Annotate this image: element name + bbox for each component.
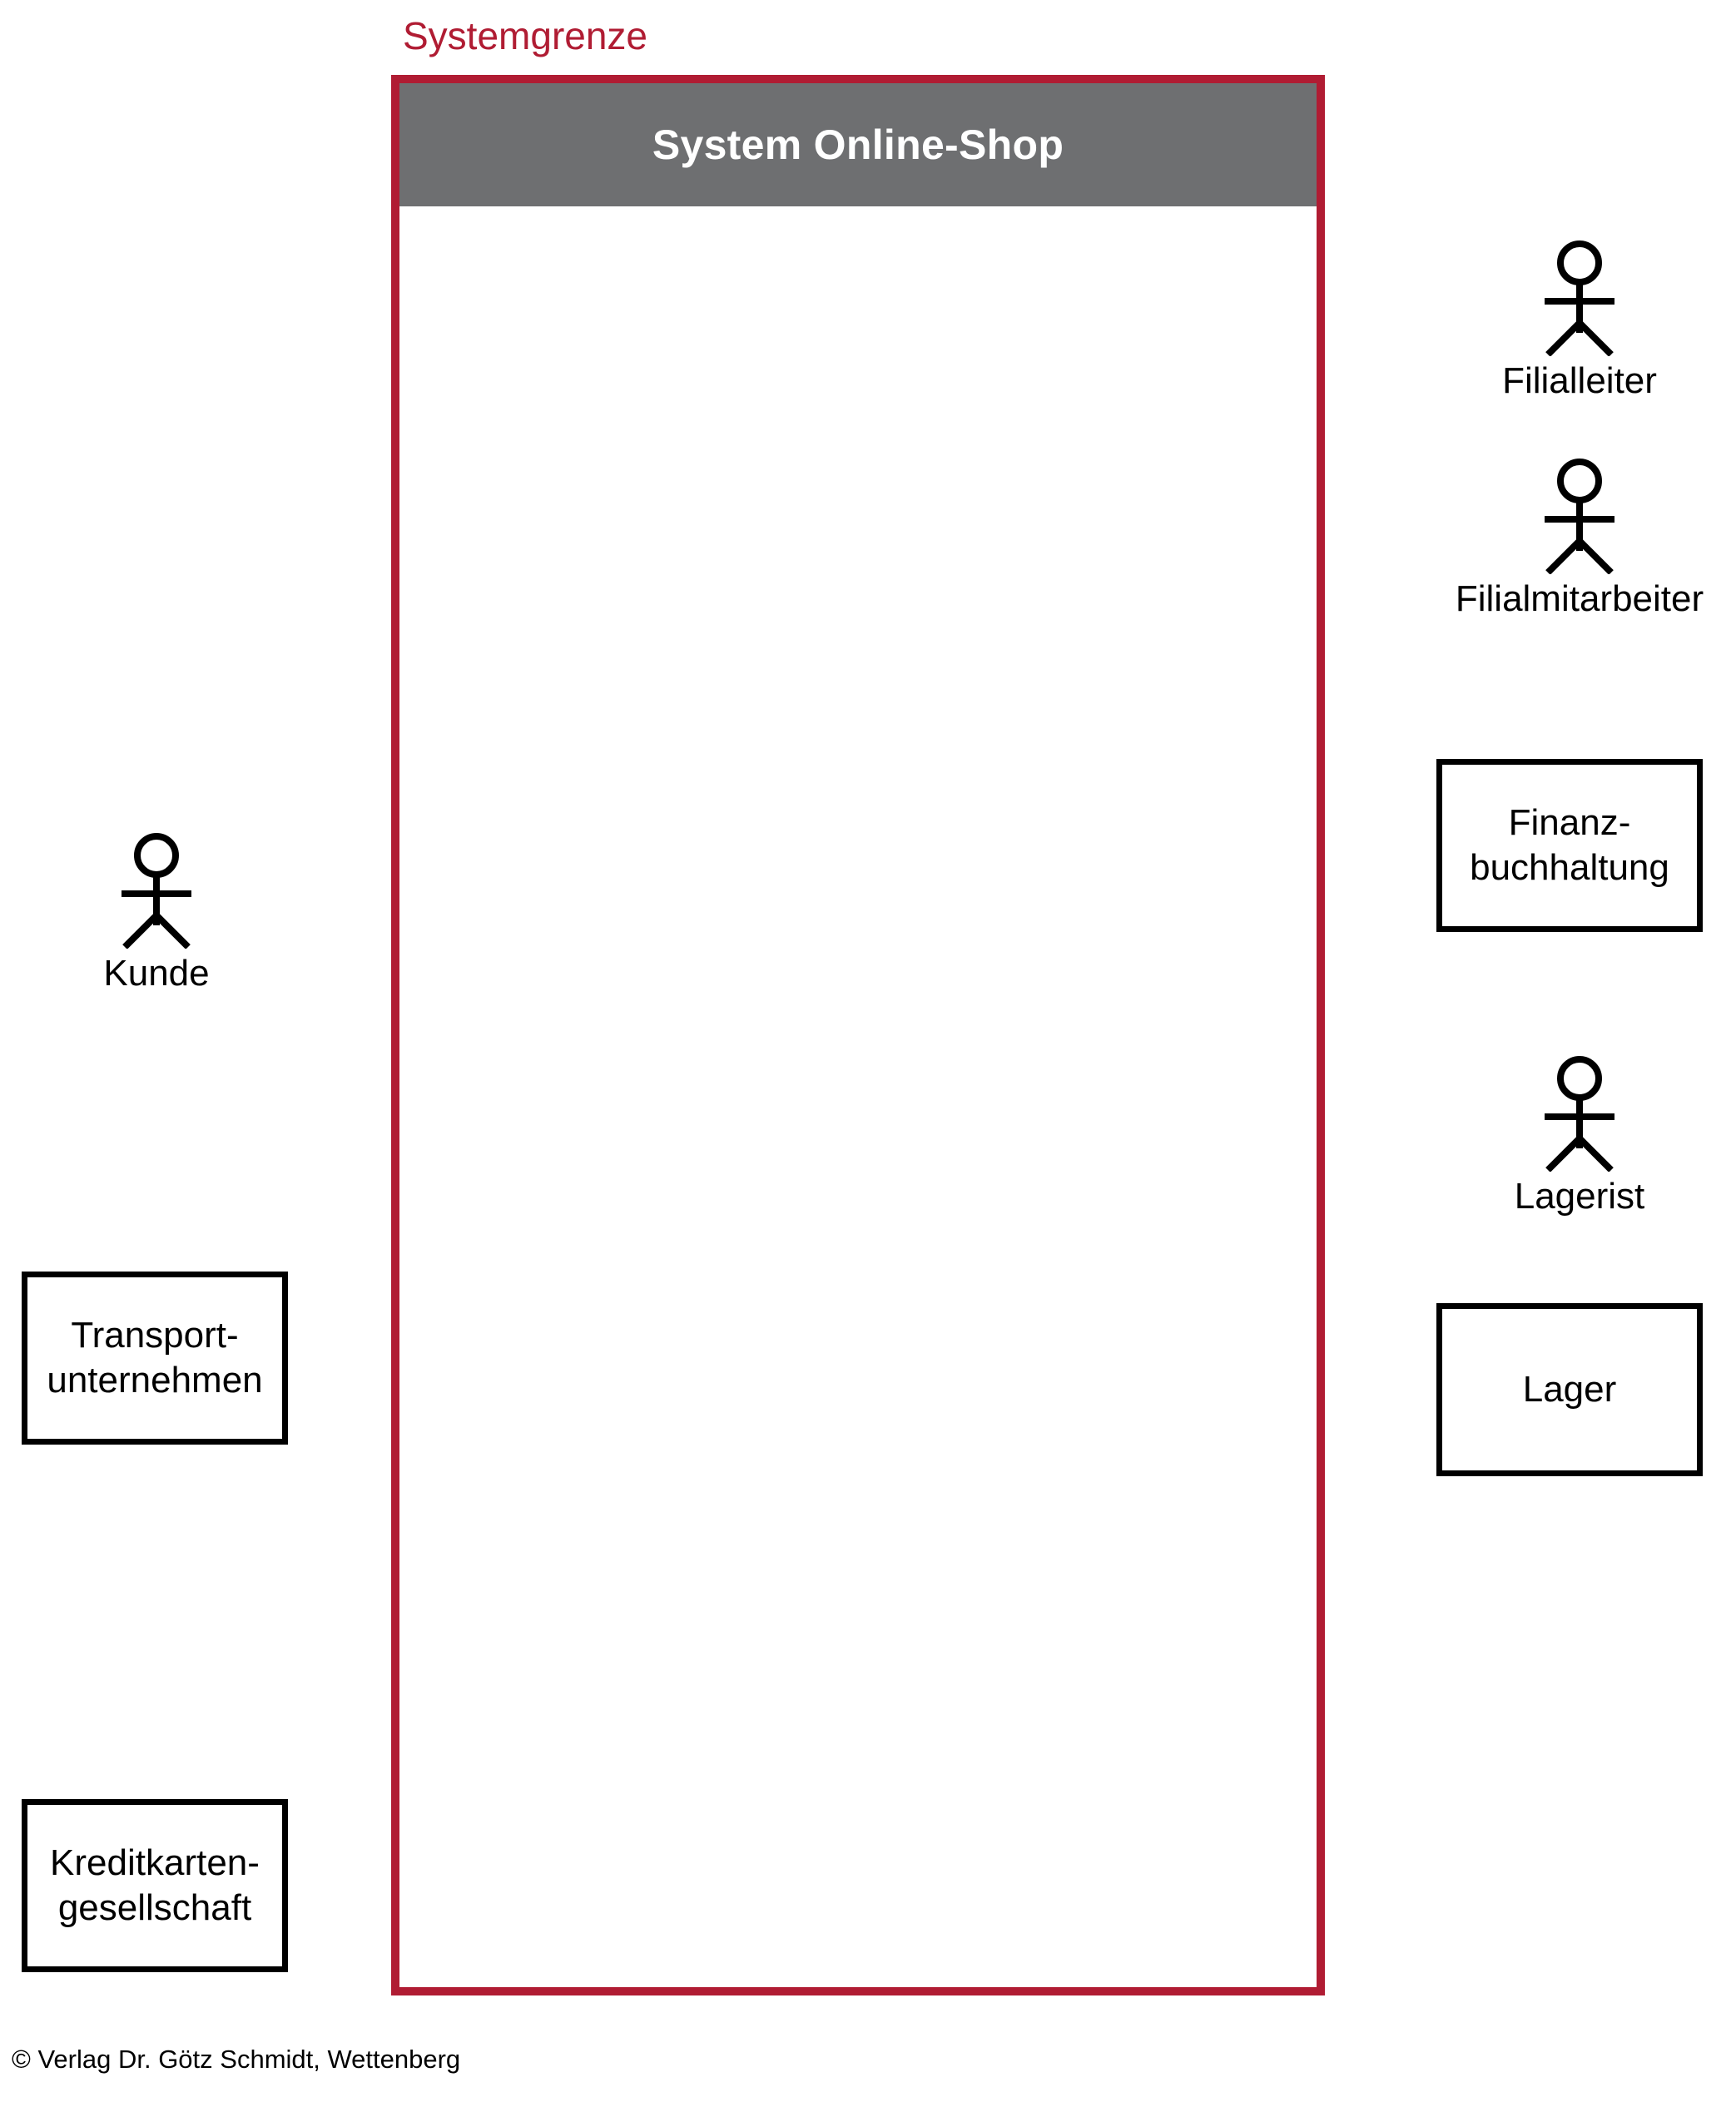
label-line-1: Kreditkarten-: [50, 1842, 260, 1883]
system-actor-kreditkartengesellschaft[interactable]: Kreditkarten- gesellschaft: [22, 1799, 288, 1972]
label-line-1: Transport-: [71, 1315, 239, 1356]
label-line-1: Finanz-: [1508, 802, 1631, 843]
copyright-footer: © Verlag Dr. Götz Schmidt, Wettenberg: [12, 2045, 461, 2074]
system-title: System Online-Shop: [652, 121, 1064, 168]
label-line-1: Lager: [1522, 1369, 1617, 1410]
system-actor-lager[interactable]: Lager: [1436, 1303, 1703, 1476]
actor-kunde[interactable]: Kunde: [90, 832, 223, 995]
actor-lagerist[interactable]: Lagerist: [1513, 1055, 1646, 1218]
actor-filialmitarbeiter-label: Filialmitarbeiter: [1455, 578, 1704, 619]
stick-figure-icon: [1530, 240, 1629, 356]
actor-filialmitarbeiter[interactable]: Filialmitarbeiter: [1456, 458, 1704, 621]
system-boundary-label: Systemgrenze: [403, 14, 648, 57]
system-body-area: [399, 206, 1317, 1987]
system-actor-kreditkartengesellschaft-label: Kreditkarten- gesellschaft: [50, 1841, 260, 1931]
system-actor-finanzbuchhaltung-label: Finanz- buchhaltung: [1470, 801, 1669, 890]
system-actor-transportunternehmen[interactable]: Transport- unternehmen: [22, 1272, 288, 1445]
stick-figure-icon: [1530, 458, 1629, 574]
label-line-2: buchhaltung: [1470, 847, 1669, 888]
label-line-2: gesellschaft: [57, 1887, 252, 1928]
actor-filialleiter-label: Filialleiter: [1502, 360, 1657, 401]
stick-figure-icon: [1530, 1055, 1629, 1172]
actor-kunde-label: Kunde: [103, 953, 210, 994]
label-line-2: unternehmen: [47, 1360, 263, 1401]
actor-lagerist-label: Lagerist: [1514, 1176, 1645, 1217]
system-actor-transportunternehmen-label: Transport- unternehmen: [47, 1313, 262, 1403]
system-header-band: System Online-Shop: [399, 83, 1317, 206]
system-actor-lager-label: Lager: [1523, 1367, 1617, 1412]
system-actor-finanzbuchhaltung[interactable]: Finanz- buchhaltung: [1436, 759, 1703, 932]
system-boundary-box: System Online-Shop: [391, 75, 1325, 1995]
actor-filialleiter[interactable]: Filialleiter: [1502, 240, 1657, 403]
stick-figure-icon: [107, 832, 206, 949]
